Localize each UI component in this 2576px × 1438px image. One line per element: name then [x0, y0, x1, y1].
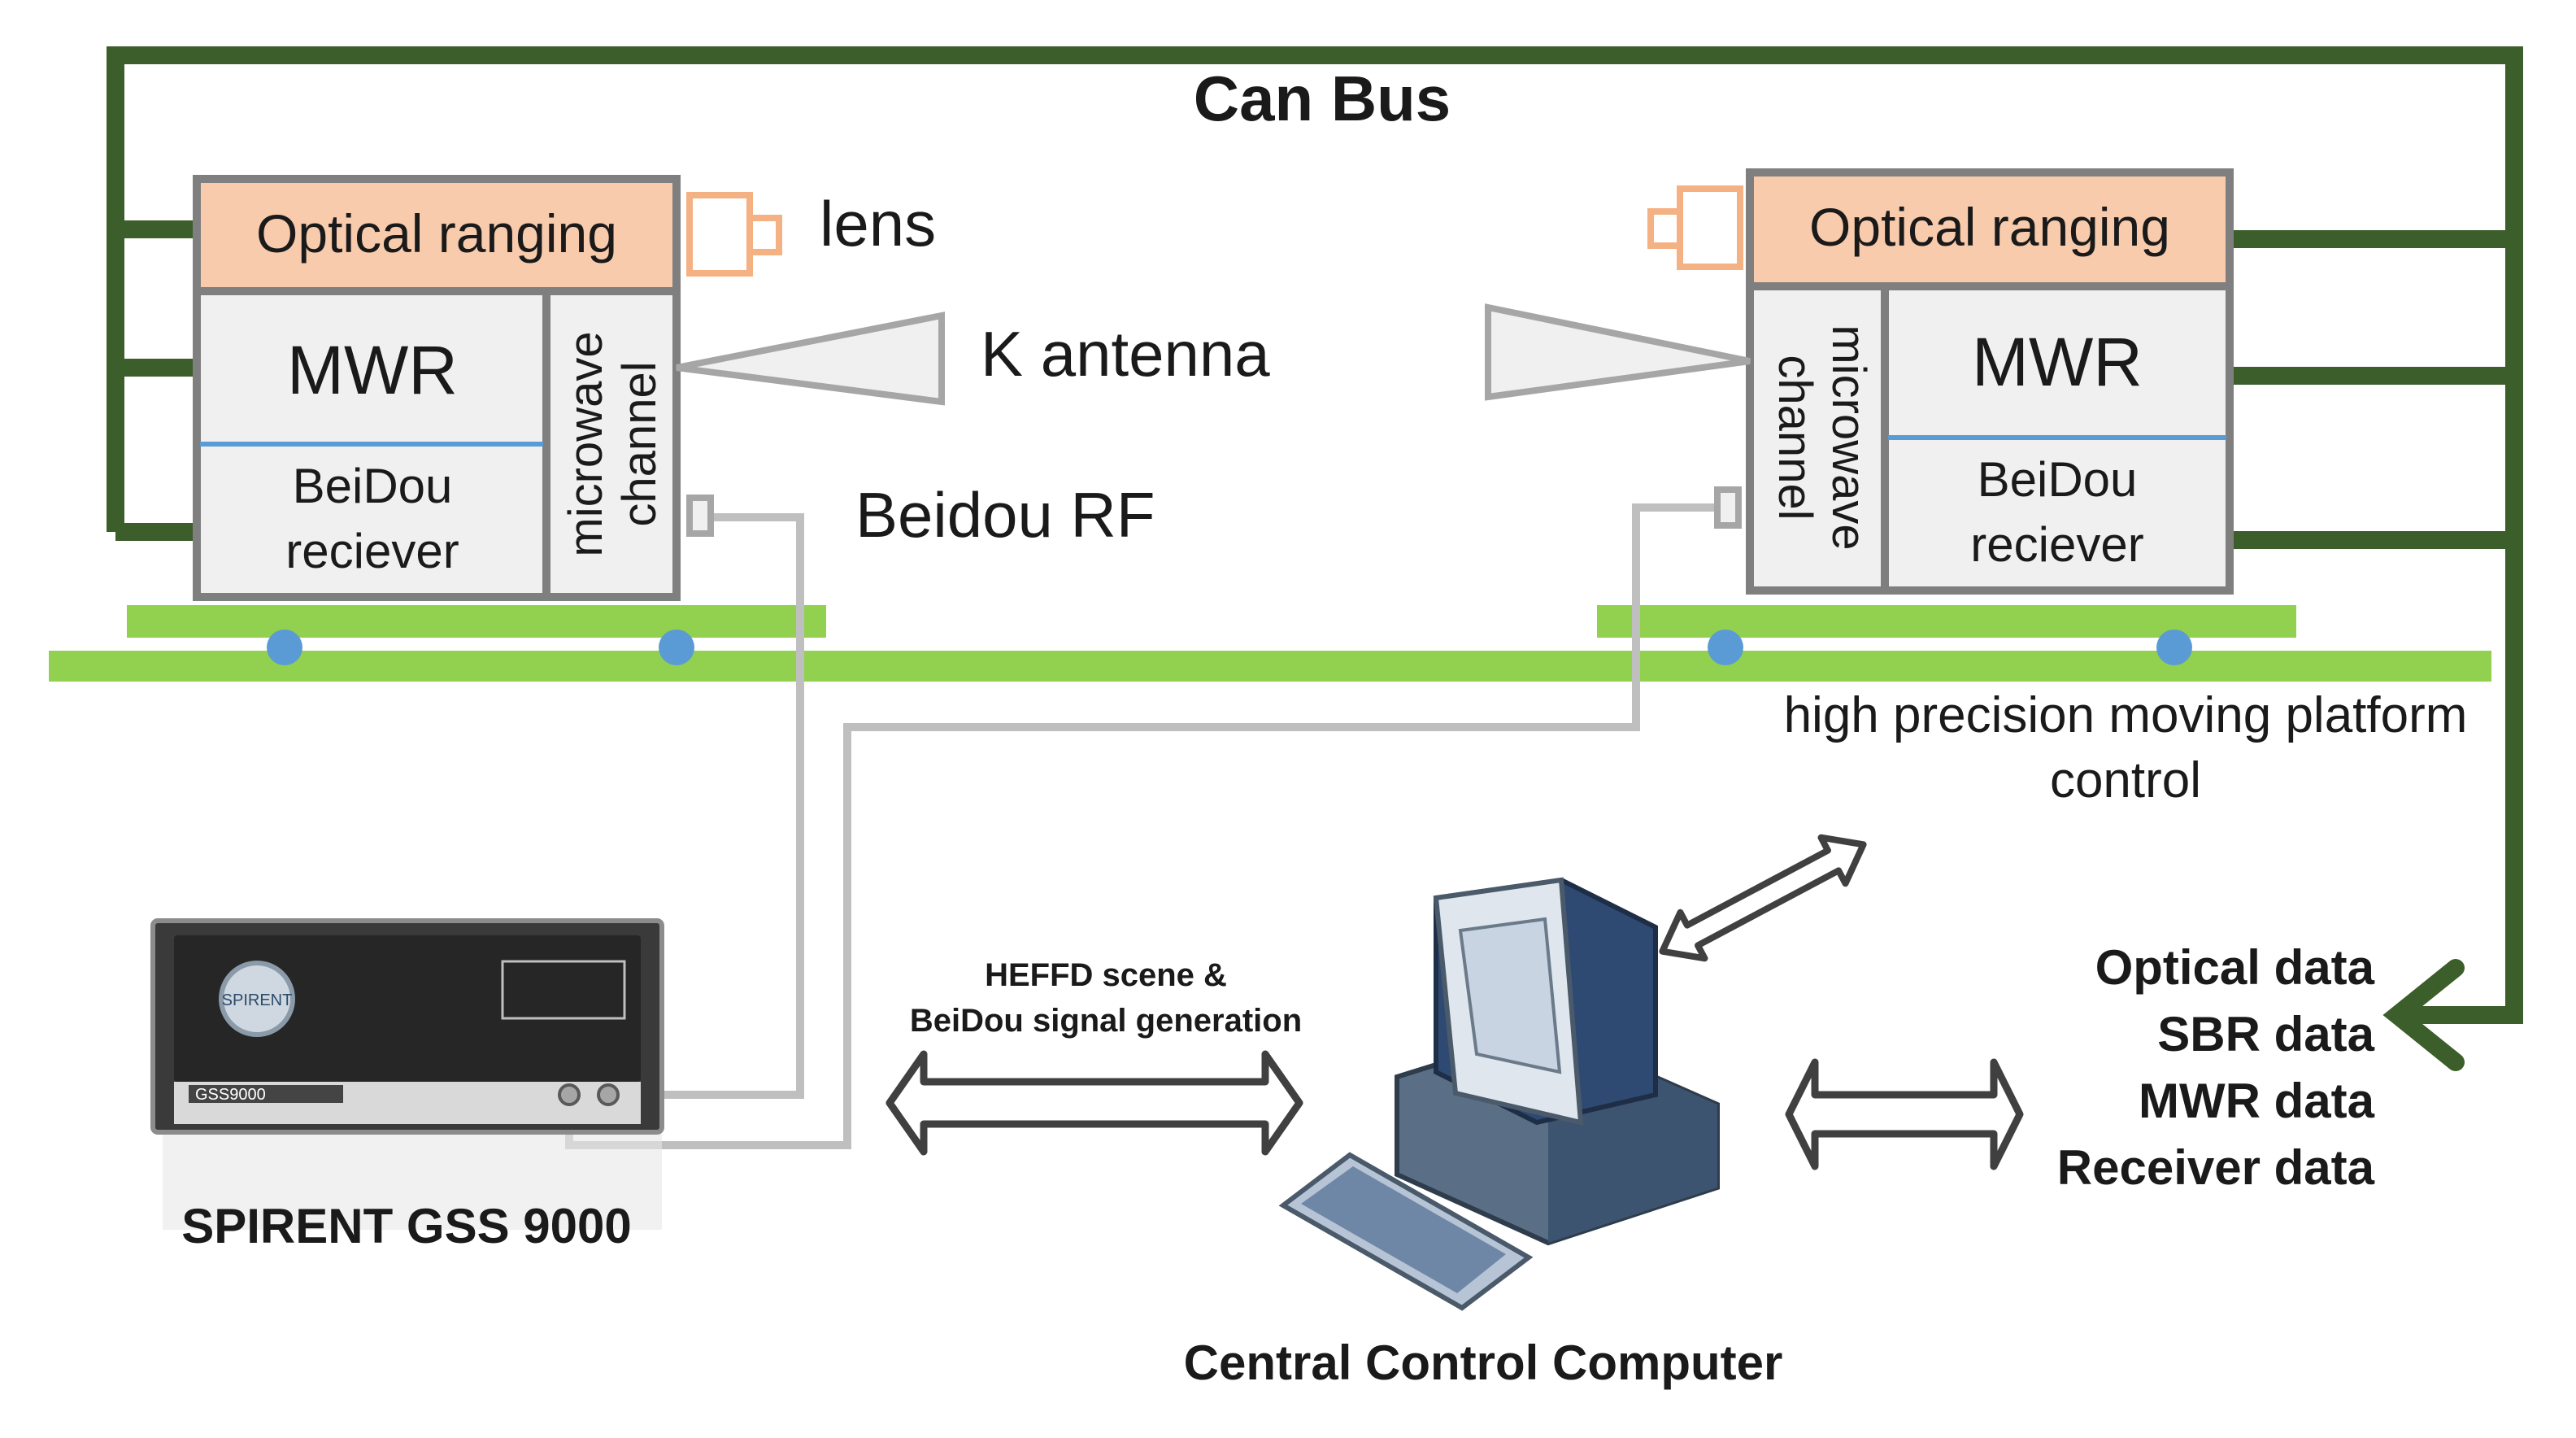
- data-output-sbr: SBR data: [2157, 1007, 2374, 1061]
- can-bus-arrowhead: [2382, 959, 2465, 1071]
- right-receiver-label-line2: reciever: [1970, 517, 2143, 572]
- can-bus-label: Can Bus: [1194, 63, 1451, 134]
- left-lens-icon: [686, 192, 782, 277]
- right-lens-icon: [1647, 185, 1743, 270]
- right-sensor-unit: Optical ranging MWR BeiDou reciever micr…: [1485, 168, 2234, 595]
- signal-generator-reflection: [163, 1132, 662, 1230]
- platform-control-arrow: [1659, 834, 1867, 962]
- left-optical-ranging-box: [193, 175, 681, 295]
- left-receiver-label-line2: reciever: [285, 524, 459, 578]
- signal-generator-image: SPIRENT GSS9000: [150, 918, 664, 1230]
- joint-right-2: [2156, 630, 2192, 665]
- can-bus-loop: [107, 46, 2523, 1024]
- joint-left-1: [267, 630, 302, 665]
- scene-generation-label-line2: BeiDou signal generation: [910, 1003, 1302, 1039]
- signal-generator-rf-out-1: [558, 1083, 581, 1106]
- left-channel-label-line2: channel: [613, 361, 666, 526]
- left-receiver-label-line1: BeiDou: [293, 459, 453, 513]
- rf-cable-left: [615, 513, 804, 1099]
- left-mwr-label: MWR: [287, 332, 458, 408]
- can-bus: [107, 46, 2523, 1071]
- signal-generator-model-text: GSS9000: [195, 1086, 266, 1104]
- left-lens-label: lens: [820, 188, 936, 259]
- beidou-rf-label: Beidou RF: [855, 479, 1155, 551]
- left-optical-ranging-label: Optical ranging: [256, 203, 617, 264]
- computer-icon: [1278, 877, 1720, 1311]
- spirent-logo-icon: [219, 961, 295, 1037]
- rail-main: [49, 651, 2491, 682]
- joint-right-1: [1708, 630, 1743, 665]
- data-output-mwr: MWR data: [2139, 1074, 2375, 1128]
- rail-left-carriage: [127, 605, 826, 638]
- right-receiver-label-line1: BeiDou: [1978, 452, 2138, 507]
- right-optical-ranging-label: Optical ranging: [1809, 197, 2170, 257]
- signal-generator-rf-out-2: [597, 1083, 620, 1106]
- right-channel-label-line2: channel: [1769, 355, 1821, 520]
- signal-generator-status-panel: [501, 960, 626, 1020]
- k-antenna-label: K antenna: [981, 318, 1270, 390]
- data-output-optical: Optical data: [2095, 940, 2375, 995]
- computer-keyboard-keys: [1301, 1166, 1506, 1293]
- joint-left-2: [659, 630, 694, 665]
- signal-generator-panel: [174, 935, 641, 1082]
- left-sensor-unit: Optical ranging MWR BeiDou reciever micr…: [193, 175, 945, 601]
- platform-control-label-line1: high precision moving platform: [1784, 687, 2468, 743]
- data-output-receiver: Receiver data: [2057, 1140, 2375, 1195]
- scene-generation-label-line1: HEFFD scene &: [985, 957, 1227, 993]
- rail-right-carriage: [1597, 605, 2296, 638]
- right-k-antenna-icon: [1485, 303, 1751, 401]
- right-mwr-label: MWR: [1972, 324, 2143, 400]
- signal-generator-model-plate: [189, 1085, 343, 1103]
- data-output-arrow: [1785, 1058, 2024, 1170]
- spirent-logo-text: SPIRENT: [222, 991, 293, 1009]
- right-channel-label-line1: microwave: [1822, 325, 1875, 550]
- computer-screen: [1458, 917, 1562, 1074]
- signal-generator-label: SPIRENT GSS 9000: [181, 1199, 632, 1253]
- platform-rail: [49, 605, 2491, 682]
- left-channel-label-line1: microwave: [559, 331, 612, 556]
- scene-generation-arrow: [886, 1050, 1303, 1156]
- left-k-antenna-icon: [676, 312, 945, 406]
- computer-label: Central Control Computer: [1184, 1336, 1783, 1390]
- right-rf-port-icon: [1714, 486, 1742, 529]
- platform-control-label-line2: control: [2050, 752, 2201, 808]
- left-rf-port-icon: [686, 495, 714, 537]
